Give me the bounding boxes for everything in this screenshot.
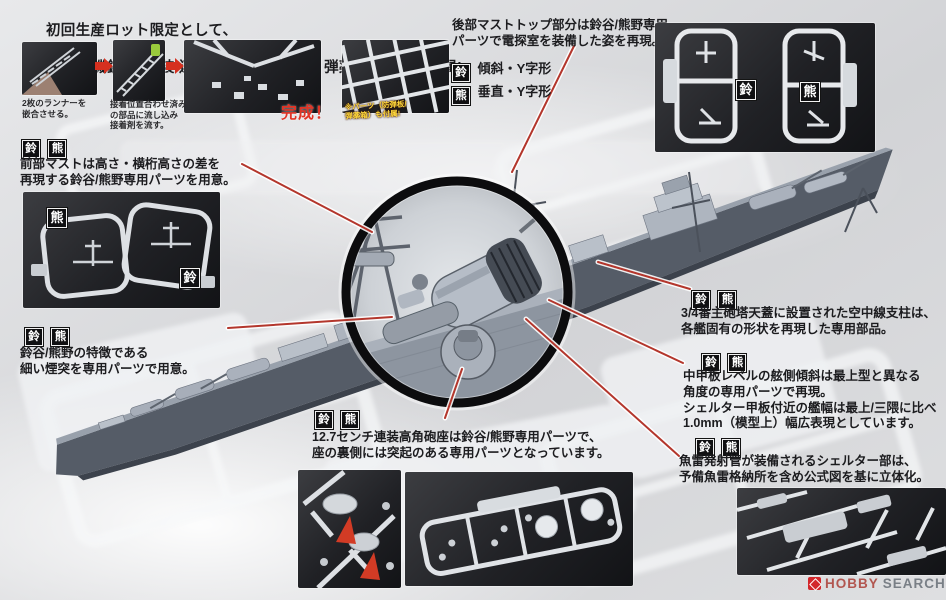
antenna-text: 3/4番主砲塔天蓋に設置された空中線支柱は、 各艦固有の形状を再現した専用部品。	[681, 306, 936, 336]
suzuya-badge: 鈴	[695, 437, 715, 458]
rear-mast-kumano-row: 熊 垂直・Y字形	[451, 81, 552, 106]
aa-mount-text: 12.7センチ連装高角砲座は鈴谷/熊野専用パーツで、 座の裏側には突起のある専用…	[312, 430, 610, 460]
title-line-1: 初回生産ロット限定として、	[46, 22, 238, 39]
step1-photo	[22, 42, 97, 95]
suzuya-item-label: 傾斜・Y字形	[477, 61, 552, 76]
watermark-search: SEARCH	[882, 576, 946, 591]
kumano-badge: 熊	[46, 207, 68, 229]
front-mast-sprues-illustration	[31, 202, 215, 299]
step2-photo	[113, 40, 165, 101]
leader-lines	[225, 43, 693, 459]
cement-applying-photo	[116, 44, 164, 97]
kumano-badge: 熊	[721, 437, 742, 458]
shelter-sprue-illustration	[736, 490, 946, 576]
kumano-badge: 熊	[47, 138, 68, 159]
watermark-hobby: HOBBY	[825, 576, 879, 591]
aa-mount-parts-photo	[298, 470, 401, 590]
antenna-badges: 鈴 熊	[691, 287, 740, 310]
kumano-item-label: 垂直・Y字形	[477, 84, 552, 99]
aa-mount-parts-illustration	[302, 470, 396, 590]
hull-slope-text: 中甲板レベルの舷側傾斜は最上型と異なる 角度の専用パーツで再現。 シェルター甲板…	[683, 369, 937, 431]
rear-mast-text: 後部マストトップ部分は鈴谷/熊野専用 パーツで電探室を装備した姿を再現。	[452, 18, 668, 48]
front-mast-sprues-photo: 熊 鈴	[23, 192, 220, 308]
rear-mast-suzuya-row: 鈴 傾斜・Y字形	[451, 58, 552, 83]
shelter-sprue-photo	[736, 488, 946, 576]
kumano-badge: 熊	[727, 352, 748, 373]
suzuya-badge: 鈴	[451, 62, 471, 83]
hobby-search-watermark: HOBBY SEARCH	[808, 576, 946, 591]
magnifier-circle	[338, 173, 576, 411]
step1-caption: 2枚のランナーを 嵌合させる。	[22, 98, 87, 119]
pointer-triangle-icon	[336, 516, 380, 580]
arrow-right-icon	[166, 58, 184, 74]
mast-sprues-photo: 鈴 熊	[655, 23, 875, 152]
suzuya-badge: 鈴	[691, 289, 711, 310]
complete-label: 完成！	[281, 105, 333, 122]
funnel-text: 鈴谷/熊野の特徴である 細い煙突を専用パーツで用意。	[20, 346, 195, 376]
suzuya-badge: 鈴	[314, 409, 334, 430]
magnified-funnel	[431, 237, 542, 329]
arrow-right-icon	[95, 58, 113, 74]
hull-slope-badges: 鈴 熊	[701, 350, 750, 373]
suzuya-badge: 鈴	[735, 79, 757, 101]
funnel-badges: 鈴 熊	[24, 324, 73, 347]
suzuya-badge: 鈴	[701, 352, 721, 373]
kumano-badge: 熊	[340, 409, 361, 430]
kumano-badge: 熊	[50, 326, 71, 347]
suzuya-badge: 鈴	[24, 326, 44, 347]
hobby-search-logo-icon	[808, 577, 821, 590]
aa-base-sprue-illustration	[419, 486, 623, 576]
runners-in-hand-photo	[22, 47, 81, 95]
torpedo-badges: 鈴 熊	[695, 435, 744, 458]
step3-photo	[184, 38, 321, 113]
aa-base-sprue-photo	[405, 472, 633, 586]
finished-parts-photo	[193, 38, 315, 100]
kumano-badge: 熊	[717, 289, 738, 310]
suzuya-badge: 鈴	[21, 138, 41, 159]
front-mast-text: 前部マストは高さ・横桁高さの差を 再現する鈴谷/熊野専用パーツを用意。	[20, 157, 236, 187]
torpedo-text: 魚雷発射管が装備されるシェルター部は、 予備魚雷格納所を含め公式図を基に立体化。	[679, 454, 930, 484]
suzuya-badge: 鈴	[179, 267, 201, 289]
aa-mount-badges: 鈴 熊	[314, 407, 363, 430]
step2-caption: 接着位置合わせ済み の部品に流し込み 接着剤を流す。	[110, 99, 187, 130]
kumano-badge: 熊	[451, 85, 471, 106]
mast-sprues-illustration	[663, 28, 857, 144]
front-mast-badges: 鈴 熊	[21, 136, 70, 159]
kumano-badge: 熊	[799, 81, 821, 103]
